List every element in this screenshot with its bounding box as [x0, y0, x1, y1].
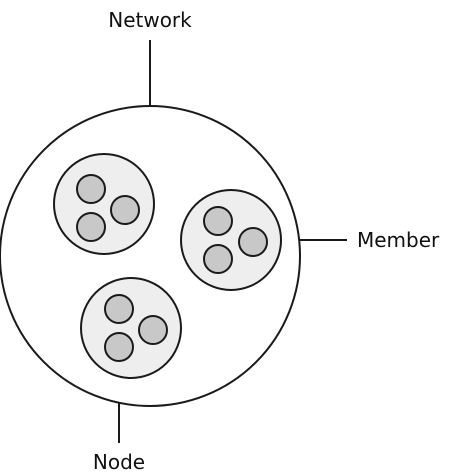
node-circle [104, 294, 134, 324]
member-group [53, 153, 155, 255]
node-circle [76, 174, 106, 204]
member-circle [53, 153, 155, 255]
member-group [80, 277, 182, 379]
node-circle [110, 195, 140, 225]
node-circle [138, 315, 168, 345]
node-circle [76, 212, 106, 242]
member-label: Member [357, 228, 440, 252]
node-circle [203, 244, 233, 274]
network-label: Network [108, 8, 192, 32]
node-circle [238, 227, 268, 257]
node-label: Node [93, 450, 145, 474]
node-circle [104, 332, 134, 362]
node-circle [203, 206, 233, 236]
member-group [180, 189, 282, 291]
